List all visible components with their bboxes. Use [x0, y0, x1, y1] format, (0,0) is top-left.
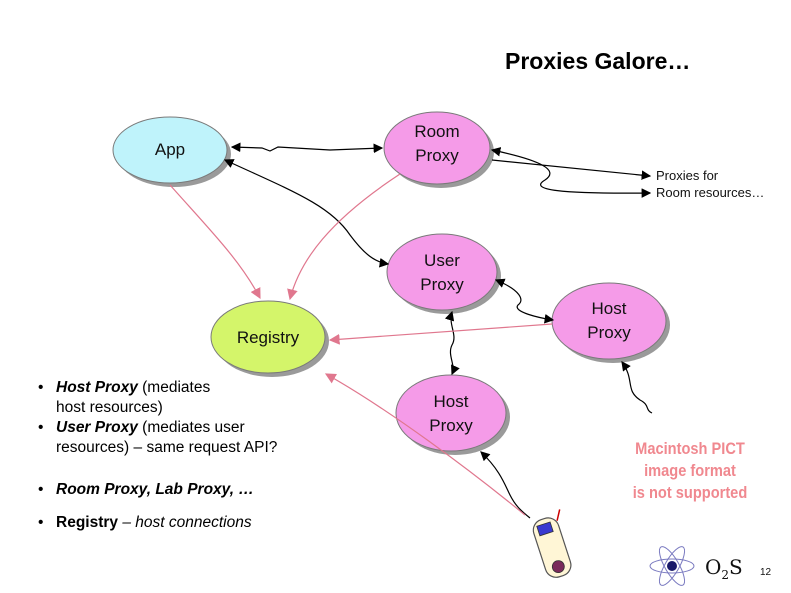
app-roomproxy-link: [230, 142, 384, 154]
pict-unsupported-placeholder: Macintosh PICT image format is not suppo…: [632, 439, 748, 502]
registry-label: Registry: [236, 328, 300, 347]
hostproxy-right-link: [621, 361, 653, 414]
room-proxy-node[interactable]: [383, 111, 491, 185]
roomproxy-resources-link-2: [491, 159, 652, 180]
handheld-device-icon: [532, 509, 572, 578]
userproxy-hostproxy-link: [494, 278, 555, 324]
bullet-room-lab-proxy: Room Proxy, Lab Proxy, …: [38, 480, 277, 500]
bullet-host-proxy: Host Proxy (mediates host resources): [38, 378, 277, 418]
bullet-registry: Registry – host connections: [38, 513, 277, 533]
app-userproxy-link: [223, 159, 390, 268]
user-proxy-node[interactable]: [386, 233, 498, 311]
o2s-logo-text: O2S: [705, 555, 743, 582]
app-node[interactable]: [112, 116, 228, 184]
page-number: 12: [760, 567, 772, 578]
hostproxy-registry-arrow: [328, 323, 553, 345]
atom-logo-icon: [649, 546, 695, 586]
roomproxy-resources-link: [490, 147, 652, 198]
roomproxy-registry-arrow: [287, 173, 401, 301]
app-label: App: [154, 140, 186, 159]
device-registry-arrow: [324, 373, 526, 516]
app-registry-arrow: [169, 184, 261, 300]
userproxy-hostcenter-link: [444, 310, 460, 376]
hostcenter-device-link: [480, 451, 531, 519]
registry-node[interactable]: [210, 300, 326, 374]
bullet-user-proxy: User Proxy (mediates user resources) – s…: [38, 418, 277, 458]
slide-title: Proxies Galore…: [505, 48, 691, 74]
bullet-list: Host Proxy (mediates host resources) Use…: [38, 378, 277, 533]
